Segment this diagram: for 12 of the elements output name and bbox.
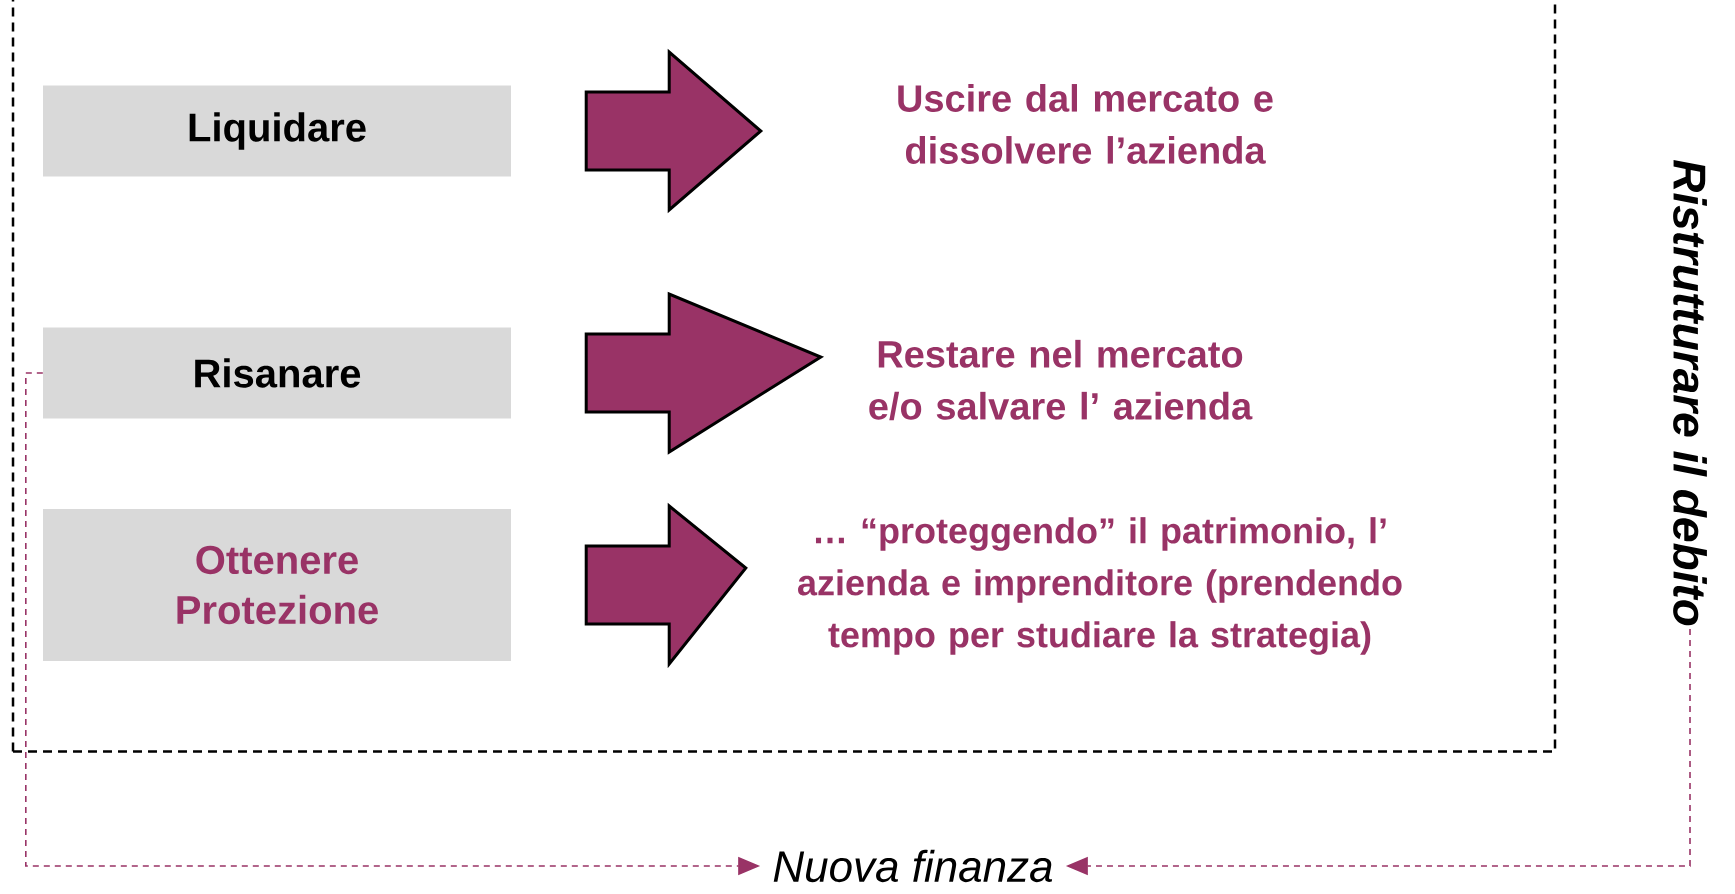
block-arrow: [584, 502, 748, 669]
side-label: Ristrutturare il debito: [1673, 159, 1707, 626]
label-box: Ottenere Protezione: [43, 509, 511, 661]
outcome-text: Uscire dal mercato e dissolvere l’azienda: [898, 84, 1273, 164]
outcome-text: Restare nel mercato e/o salvare l’ azienda: [869, 339, 1253, 421]
dashed-frame: [11, 0, 1557, 753]
label-box: Risanare: [43, 327, 511, 419]
bottom-label: Nuova finanza: [773, 849, 1053, 883]
label-box: Liquidare: [43, 85, 511, 177]
block-arrow: [584, 48, 764, 214]
block-arrow: [584, 291, 825, 455]
outcome-text: … “proteggendo” il patrimonio, l’ azienda e imprenditore (prendendo tempo per studiare la strategia): [798, 517, 1402, 655]
